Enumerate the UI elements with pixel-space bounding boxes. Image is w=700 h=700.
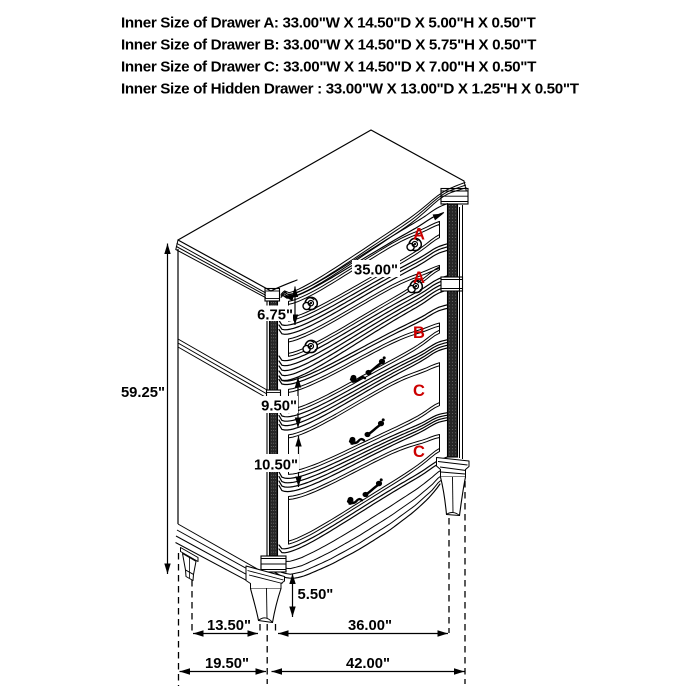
svg-text:C: C — [413, 443, 425, 461]
svg-text:Inner Size of Hidden Drawer :: Inner Size of Hidden Drawer : 33.00"W X … — [121, 81, 580, 98]
svg-text:Inner Size of Drawer C: 33.00": Inner Size of Drawer C: 33.00"W X 14.50"… — [121, 59, 537, 76]
svg-text:13.50": 13.50" — [207, 618, 251, 634]
svg-text:B: B — [413, 324, 425, 342]
svg-text:A: A — [413, 226, 425, 244]
svg-text:36.00": 36.00" — [348, 618, 392, 634]
svg-text:19.50": 19.50" — [205, 656, 249, 672]
svg-text:6.75": 6.75" — [257, 308, 293, 324]
svg-text:42.00": 42.00" — [346, 656, 390, 672]
svg-text:Inner Size of Drawer B: 33.00": Inner Size of Drawer B: 33.00"W X 14.50"… — [121, 37, 537, 54]
svg-text:59.25": 59.25" — [121, 385, 165, 401]
svg-text:35.00": 35.00" — [354, 263, 398, 279]
svg-text:Inner Size of Drawer A: 33.00": Inner Size of Drawer A: 33.00"W X 14.50"… — [121, 15, 537, 32]
svg-text:5.50": 5.50" — [298, 587, 334, 603]
svg-text:10.50": 10.50" — [254, 458, 298, 474]
svg-text:9.50": 9.50" — [261, 399, 297, 415]
svg-text:C: C — [413, 382, 425, 400]
svg-text:A: A — [413, 269, 425, 287]
